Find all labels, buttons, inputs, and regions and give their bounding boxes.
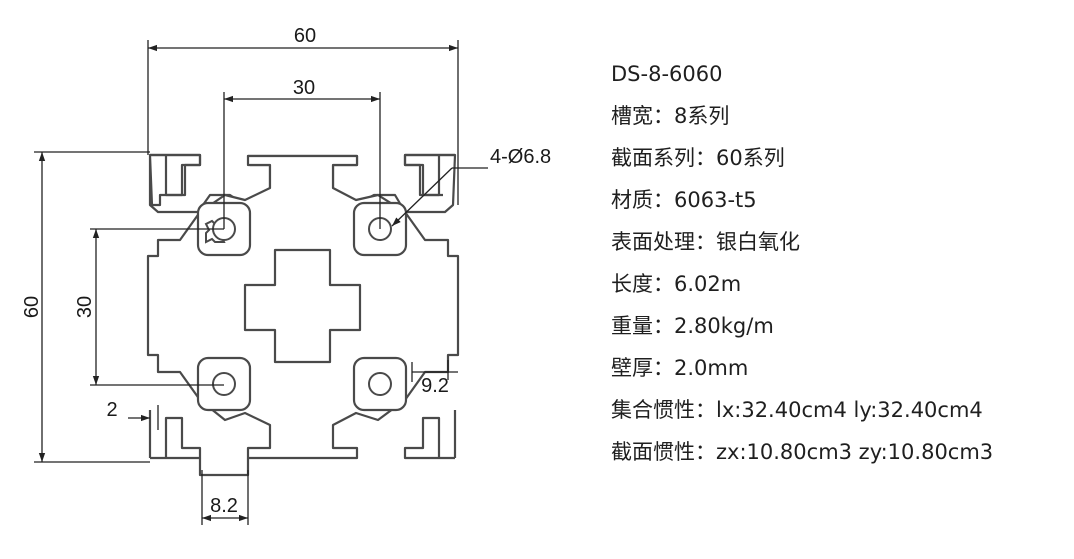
dim-slot-wall: 9.2 (421, 375, 449, 397)
spec-weight: 重量：2.80kg/m (611, 314, 774, 338)
dim-left-height: 60 (21, 296, 43, 318)
spec-material: 材质：6063-t5 (611, 188, 757, 212)
spec-length: 长度：6.02m (611, 272, 742, 296)
spec-section-modulus: 截面惯性：zx:10.80cm3 zy:10.80cm3 (611, 440, 994, 464)
dimension-lines (34, 40, 488, 525)
dim-top-width: 60 (294, 25, 316, 47)
dim-lip: 2 (106, 399, 117, 421)
dim-slot-width: 8.2 (210, 495, 238, 517)
spec-slot-width: 槽宽：8系列 (611, 104, 730, 128)
profile-outline (146, 153, 460, 477)
dim-inner-height: 30 (74, 296, 96, 318)
dim-hole: 4-Ø6.8 (490, 146, 551, 168)
spec-model: DS-8-6060 (611, 62, 723, 86)
spec-section-series: 截面系列：60系列 (611, 146, 785, 170)
spec-wall-thickness: 壁厚：2.0mm (611, 356, 749, 380)
profile-drawing: 60 30 4-Ø6.8 60 30 9.2 2 8.2 (21, 25, 551, 525)
spec-moment-inertia: 集合惯性：lx:32.40cm4 ly:32.40cm4 (611, 398, 983, 422)
spec-list: DS-8-6060 槽宽：8系列 截面系列：60系列 材质：6063-t5 表面… (611, 53, 993, 473)
spec-surface: 表面处理：银白氧化 (611, 230, 800, 254)
dim-inner-width: 30 (293, 77, 315, 99)
